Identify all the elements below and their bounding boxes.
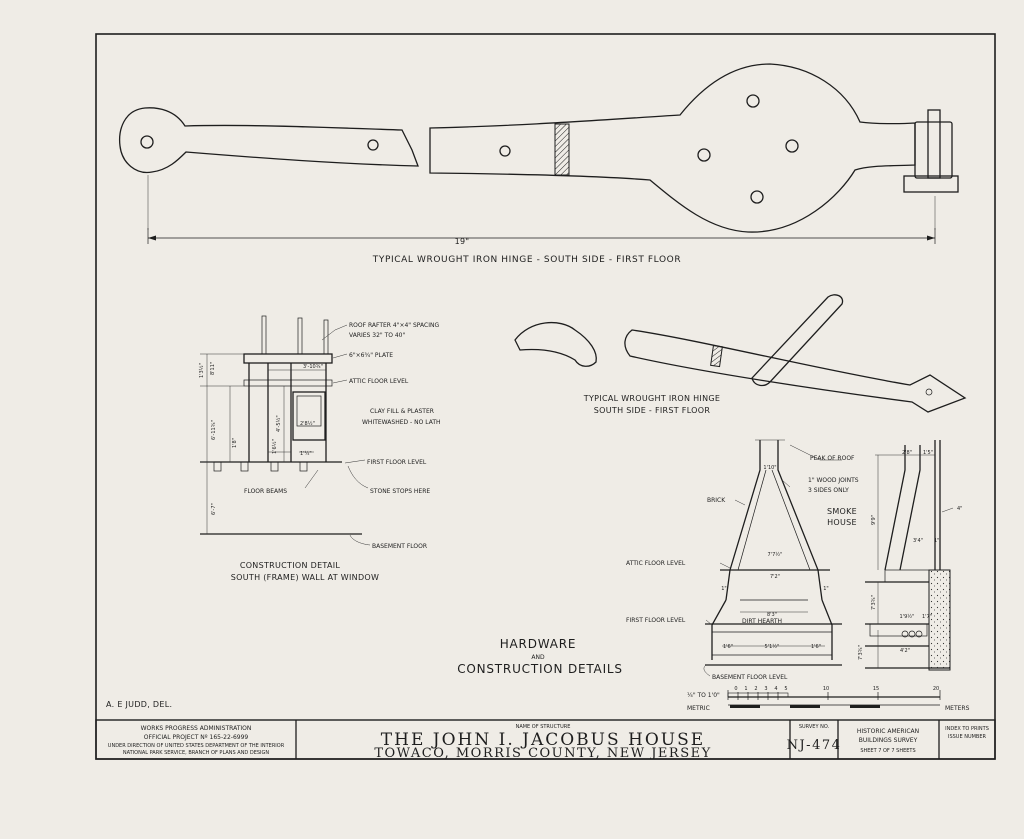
index-line-2: ISSUE NUMBER (948, 734, 987, 740)
wpa-line-1: WORKS PROGRESS ADMINISTRATION (141, 725, 252, 732)
wall-note-clay-1: CLAY FILL & PLASTER (370, 408, 434, 415)
smoke-dim-right-seg: 1'6" (811, 644, 821, 650)
smoke-dim-base-w: 8'3" (767, 612, 777, 618)
survey-number: NJ-474 (787, 738, 842, 753)
wpa-line-3: UNDER DIRECTION OF UNITED STATES DEPARTM… (108, 743, 285, 749)
wall-note-plate: 6"×6¾" PLATE (349, 352, 393, 359)
smoke-dim-s-top2: 1'5" (923, 450, 933, 456)
scale-tick-1: 1 (744, 686, 747, 692)
small-hinge-caption-2: SOUTH SIDE - FIRST FLOOR (594, 406, 711, 415)
habs-line-1: HISTORIC AMERICAN (857, 728, 919, 735)
wall-note-floor-beams: FLOOR BEAMS (244, 488, 287, 495)
wall-note-stone-stops: STONE STOPS HERE (370, 488, 430, 495)
large-hinge-drawing (118, 63, 959, 244)
scale-metric-label: METRIC (687, 705, 710, 712)
wall-dim-4: 6'-11¾" (211, 420, 217, 440)
smoke-dim-top-w: 1'10" (763, 465, 776, 471)
scale-tick-5: 5 (784, 686, 787, 692)
wpa-line-2: OFFICIAL PROJECT Nº 165-22-6999 (144, 734, 249, 741)
wall-dim-1: 1'3½" (198, 363, 205, 378)
smoke-dim-mid-w2: 7'2" (770, 574, 780, 580)
sheet-title-line1: HARDWARE (500, 637, 577, 651)
smoke-note-peak: PEAK OF ROOF (810, 455, 855, 462)
smoke-dim-left-seg: 1'6" (723, 644, 733, 650)
wall-dim-5: 4'-5½" (275, 415, 282, 432)
smoke-dim-s-low2: 1'9½" (900, 613, 915, 620)
scale-imperial-label: ¼" TO 1'0" (687, 692, 720, 699)
habs-line-2: BUILDINGS SURVEY (859, 737, 918, 744)
structure-name: THE JOHN I. JACOBUS HOUSE (381, 730, 705, 750)
scale-meters-label: METERS (945, 705, 970, 712)
wall-note-attic: ATTIC FLOOR LEVEL (349, 378, 409, 385)
wall-dim-6: 2'8½" (300, 420, 315, 427)
smoke-note-basement: BASEMENT FLOOR LEVEL (712, 674, 788, 681)
wall-dim-10: 6'-7" (211, 503, 217, 515)
large-hinge-caption: TYPICAL WROUGHT IRON HINGE - SOUTH SIDE … (372, 255, 681, 265)
smoke-dim-s-mid: 3'4" (913, 538, 923, 544)
smoke-dim-s-low3: 1'7" (922, 614, 932, 620)
smoke-dim-s-basement: 7'3¾" (858, 645, 864, 660)
sheet-title-line2: CONSTRUCTION DETAILS (457, 662, 623, 676)
smoke-dim-s-right: 4" (957, 506, 962, 512)
scale-tick-15: 15 (873, 686, 879, 692)
smoke-dim-edge-r: 1" (823, 586, 828, 592)
smoke-note-house: HOUSE (827, 518, 857, 527)
delineator-credit: A. E JUDD, DEL. (106, 700, 172, 709)
structure-location: TOWACO, MORRIS COUNTY, NEW JERSEY (374, 746, 711, 761)
title-block-frame (95, 719, 996, 760)
structure-name-label: NAME OF STRUCTURE (516, 724, 571, 730)
scale-tick-10: 10 (823, 686, 829, 692)
wall-note-first-floor: FIRST FLOOR LEVEL (367, 459, 427, 466)
scale-tick-2: 2 (754, 686, 757, 692)
smoke-dim-lower-w: 5'1½" (765, 643, 780, 650)
index-line-1: INDEX TO PRINTS (945, 726, 989, 732)
survey-number-label: SURVEY NO. (799, 724, 830, 730)
smokehouse-section-drawing (703, 439, 954, 677)
smoke-note-wood-joints-2: 3 SIDES ONLY (808, 487, 849, 494)
scale-tick-3: 3 (764, 686, 767, 692)
wall-detail-caption-1: CONSTRUCTION DETAIL (240, 561, 341, 570)
smoke-dim-s-height: 9'9" (871, 515, 877, 525)
smoke-note-brick: BRICK (707, 497, 726, 504)
smoke-note-dirt-hearth: DIRT HEARTH (742, 618, 782, 625)
smoke-note-smoke: SMOKE (827, 507, 857, 516)
wall-note-roof-rafter-1: ROOF RAFTER 4"×4" SPACING (349, 322, 439, 329)
hinge-dimension-label: 19" (455, 237, 470, 246)
small-hinge-drawing (514, 294, 967, 413)
scale-tick-20: 20 (933, 686, 939, 692)
smoke-dim-mid-w: 7'7½" (768, 551, 783, 558)
wall-detail-caption-2: SOUTH (FRAME) WALL AT WINDOW (231, 573, 379, 582)
smoke-note-first-floor: FIRST FLOOR LEVEL (626, 617, 686, 624)
wall-note-clay-2: WHITEWASHED - NO LATH (362, 419, 441, 426)
sheet-title-and: AND (531, 654, 545, 661)
smoke-dim-s-top: 2'8" (902, 450, 912, 456)
smoke-dim-s-mid2: 1" (934, 538, 939, 544)
wall-note-basement: BASEMENT FLOOR (372, 543, 427, 550)
scale-bar (727, 690, 941, 708)
wall-dim-9: 1'8" (232, 438, 238, 448)
small-hinge-caption-1: TYPICAL WROUGHT IRON HINGE (583, 394, 720, 403)
wall-dim-8: 1'¼" (300, 451, 312, 457)
smoke-dim-s-low: 7'3¾" (871, 595, 877, 610)
wall-dim-3: 3'-10¾" (303, 364, 323, 370)
sheet-number: SHEET 7 OF 7 SHEETS (860, 748, 915, 754)
smoke-dim-edge-l: 1" (721, 586, 726, 592)
smoke-note-wood-joints-1: 1" WOOD JOINTS (808, 477, 859, 484)
wall-detail-drawing (200, 315, 371, 546)
smoke-dim-s-bot: 4'2" (900, 648, 910, 654)
scale-tick-4: 4 (774, 686, 777, 692)
wall-note-roof-rafter-2: VARIES 32" TO 40" (349, 332, 406, 339)
wall-dim-7: 1'6½" (271, 439, 278, 454)
wall-dim-2: 8'11" (210, 362, 216, 375)
wpa-line-4: NATIONAL PARK SERVICE, BRANCH OF PLANS A… (123, 750, 270, 756)
smoke-note-attic: ATTIC FLOOR LEVEL (626, 560, 686, 567)
scale-tick-0: 0 (734, 686, 737, 692)
